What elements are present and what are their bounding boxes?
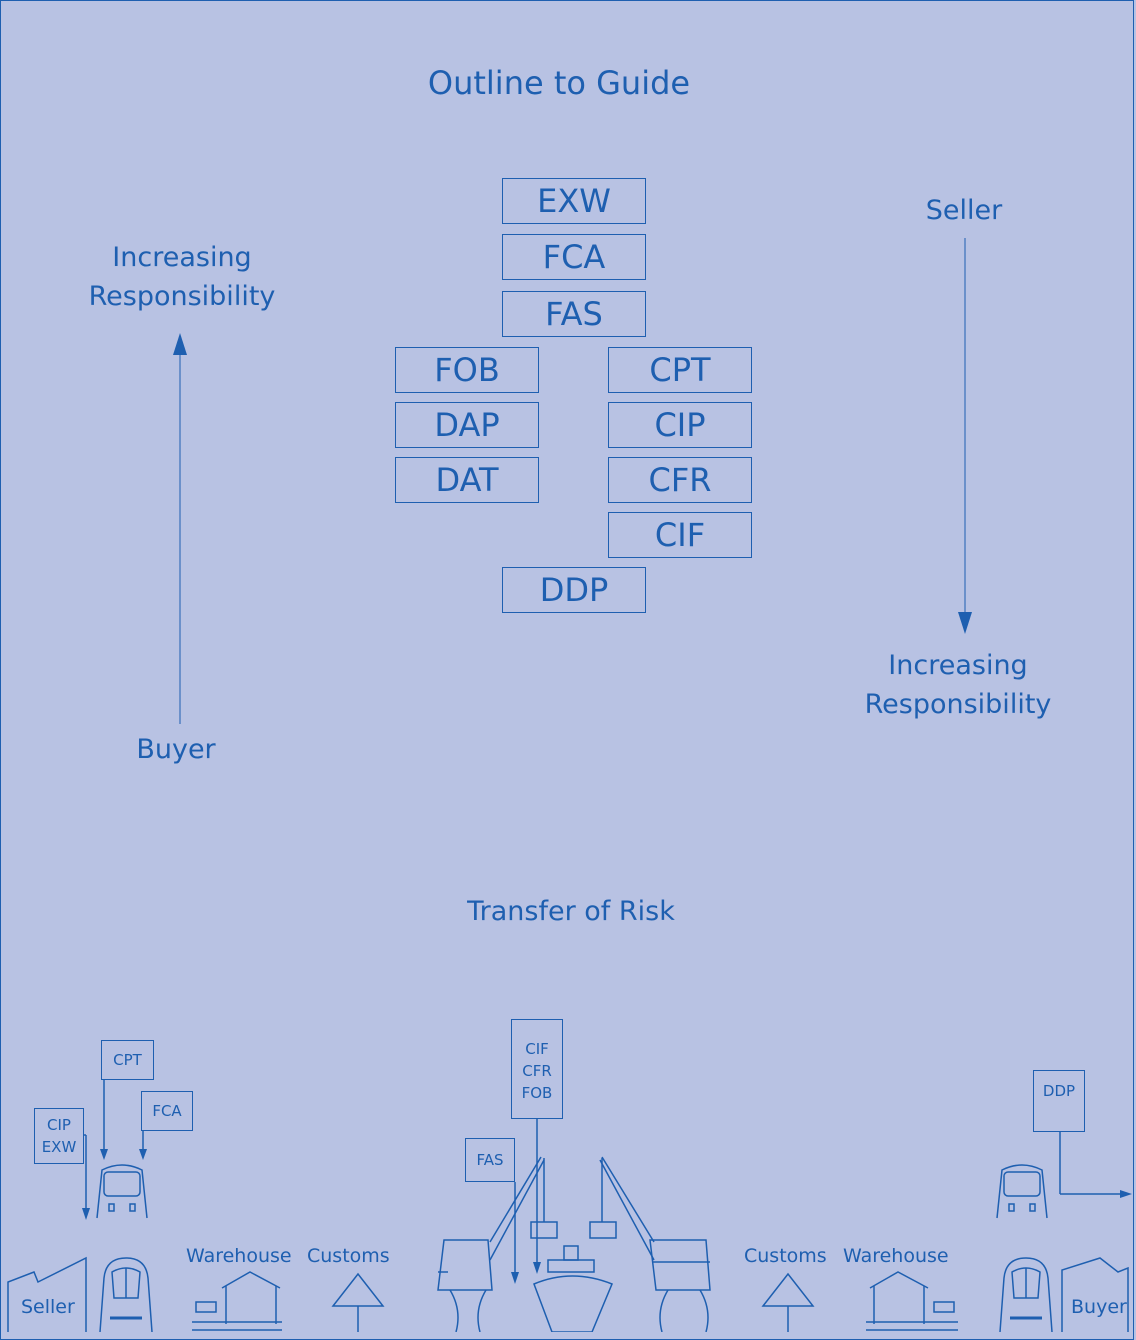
seller-factory-icon — [7, 1256, 87, 1332]
train-left-icon — [99, 1257, 153, 1332]
warehouse-left-label: Warehouse — [186, 1245, 292, 1267]
buyer-factory-icon — [1061, 1257, 1129, 1332]
term-box-fas: FAS — [502, 291, 646, 337]
marker-fob-text: FOB — [521, 1084, 553, 1102]
marker-cip-exw: CIP EXW — [34, 1108, 84, 1164]
crane-left-icon — [437, 1156, 558, 1332]
marker-arrows — [82, 1080, 1132, 1284]
outline-title: Outline to Guide — [427, 64, 691, 102]
marker-cpt: CPT — [101, 1040, 154, 1080]
marker-cif-text: CIF — [525, 1040, 549, 1058]
warehouse-right-icon — [866, 1271, 958, 1331]
marker-cip-text: CIP — [47, 1116, 71, 1134]
seller-location-label: Seller — [21, 1296, 75, 1318]
buyer-location-label: Buyer — [1071, 1296, 1127, 1318]
term-box-fca: FCA — [502, 234, 646, 280]
term-box-exw: EXW — [502, 178, 646, 224]
term-box-fob: FOB — [395, 347, 539, 393]
term-box-cpt: CPT — [608, 347, 752, 393]
left-increasing-responsibility: Increasing Responsibility — [88, 242, 276, 312]
crane-right-icon — [589, 1156, 711, 1332]
marker-cif-cfr-fob: CIF CFR FOB — [511, 1019, 563, 1119]
term-box-cfr: CFR — [608, 457, 752, 503]
truck-right-icon — [996, 1164, 1048, 1219]
train-right-icon — [999, 1257, 1053, 1332]
term-box-cif: CIF — [608, 512, 752, 558]
warehouse-right-label: Warehouse — [843, 1245, 949, 1267]
customs-left-icon — [331, 1272, 385, 1332]
ship-icon — [533, 1245, 613, 1332]
term-box-dap: DAP — [395, 402, 539, 448]
customs-right-icon — [761, 1272, 815, 1332]
left-arrow-head-icon — [173, 333, 187, 355]
warehouse-left-icon — [192, 1271, 282, 1331]
term-box-cip: CIP — [608, 402, 752, 448]
term-box-dat: DAT — [395, 457, 539, 503]
risk-title: Transfer of Risk — [467, 896, 675, 927]
marker-exw-text: EXW — [41, 1138, 77, 1156]
marker-fas: FAS — [465, 1138, 515, 1182]
right-seller-label: Seller — [925, 195, 1003, 226]
marker-ddp: DDP — [1033, 1070, 1085, 1132]
left-buyer-label: Buyer — [136, 734, 216, 765]
right-arrow-head-icon — [958, 612, 972, 634]
customs-right-label: Customs — [744, 1245, 827, 1267]
marker-fca: FCA — [141, 1091, 193, 1131]
truck-left-icon — [96, 1164, 148, 1219]
customs-left-label: Customs — [307, 1245, 390, 1267]
marker-cfr-text: CFR — [522, 1062, 552, 1080]
right-increasing-responsibility: Increasing Responsibility — [864, 650, 1052, 720]
term-box-ddp: DDP — [502, 567, 646, 613]
